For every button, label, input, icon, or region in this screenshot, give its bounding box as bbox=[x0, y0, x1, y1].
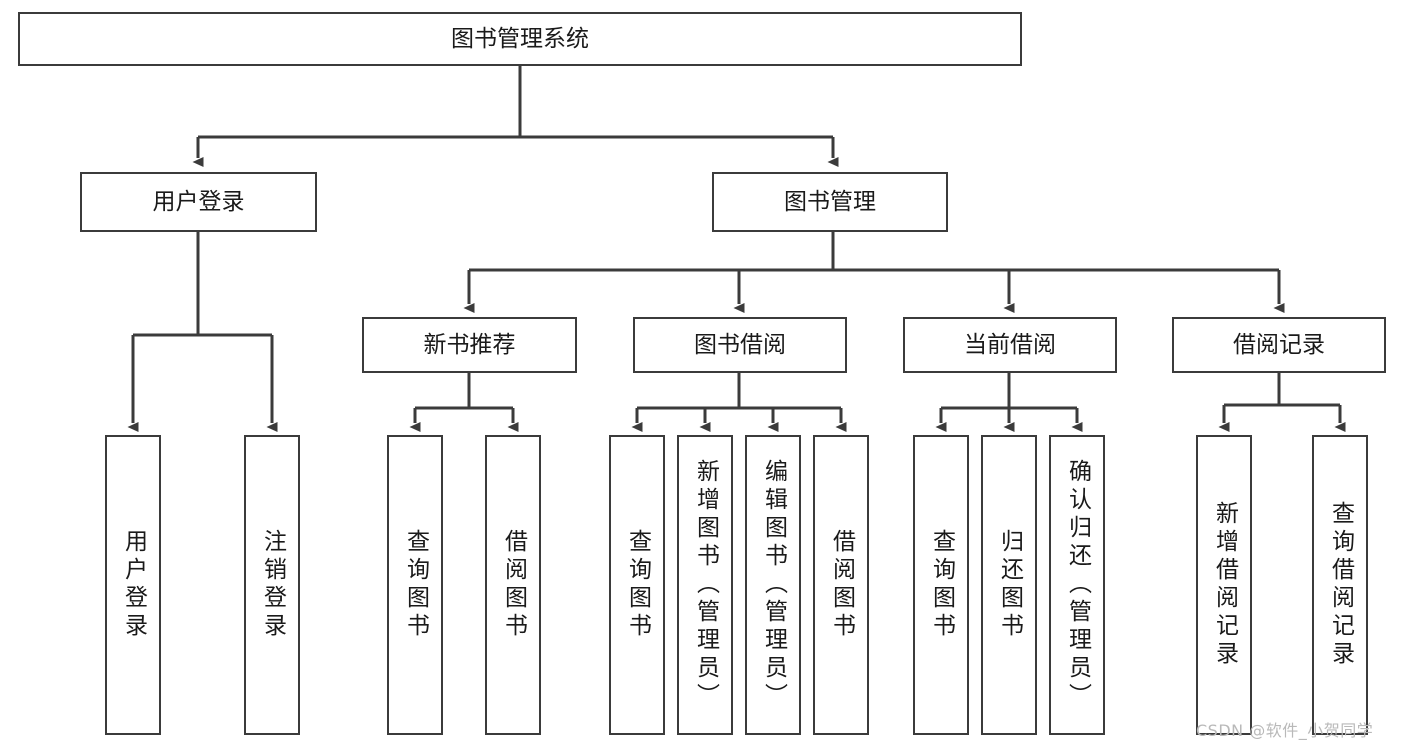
node-label: 注销登录 bbox=[259, 529, 286, 641]
leaf-confirm-return-admin[interactable]: 确认归还（管理员） bbox=[1049, 435, 1105, 735]
node-label: 新增图书（管理员） bbox=[692, 459, 719, 711]
leaf-borrow-book[interactable]: 借阅图书 bbox=[813, 435, 869, 735]
csdn-watermark: CSDN @软件_小贺同学 bbox=[1196, 721, 1374, 740]
node-book-borrow[interactable]: 图书借阅 bbox=[633, 317, 847, 373]
node-label: 借阅图书 bbox=[500, 529, 527, 641]
node-label: 当前借阅 bbox=[964, 331, 1056, 358]
node-label: 图书管理 bbox=[784, 188, 876, 215]
leaf-query-book-recommend[interactable]: 查询图书 bbox=[387, 435, 443, 735]
node-label: 编辑图书（管理员） bbox=[760, 459, 787, 711]
node-label: 查询借阅记录 bbox=[1327, 501, 1354, 669]
node-label: 借阅图书 bbox=[828, 529, 855, 641]
node-borrow-record[interactable]: 借阅记录 bbox=[1172, 317, 1386, 373]
node-label: 新增借阅记录 bbox=[1211, 501, 1238, 669]
node-book-management[interactable]: 图书管理 bbox=[712, 172, 948, 232]
leaf-edit-book-admin[interactable]: 编辑图书（管理员） bbox=[745, 435, 801, 735]
node-user-login[interactable]: 用户登录 bbox=[80, 172, 317, 232]
node-label: 借阅记录 bbox=[1233, 331, 1325, 358]
leaf-query-book-current[interactable]: 查询图书 bbox=[913, 435, 969, 735]
node-new-book-recommend[interactable]: 新书推荐 bbox=[362, 317, 577, 373]
leaf-query-book-borrow[interactable]: 查询图书 bbox=[609, 435, 665, 735]
leaf-logout-login[interactable]: 注销登录 bbox=[244, 435, 300, 735]
node-label: 新书推荐 bbox=[423, 331, 516, 358]
node-root-system[interactable]: 图书管理系统 bbox=[18, 12, 1022, 66]
node-label: 确认归还（管理员） bbox=[1064, 459, 1091, 711]
leaf-add-borrow-record[interactable]: 新增借阅记录 bbox=[1196, 435, 1252, 735]
node-label: 图书借阅 bbox=[694, 331, 786, 358]
node-label: 查询图书 bbox=[624, 529, 651, 641]
leaf-query-borrow-record[interactable]: 查询借阅记录 bbox=[1312, 435, 1368, 735]
node-label: 查询图书 bbox=[402, 529, 429, 641]
leaf-return-book[interactable]: 归还图书 bbox=[981, 435, 1037, 735]
node-label: 用户登录 bbox=[120, 529, 147, 641]
leaf-borrow-book-recommend[interactable]: 借阅图书 bbox=[485, 435, 541, 735]
node-label: 图书管理系统 bbox=[451, 25, 589, 52]
leaf-add-book-admin[interactable]: 新增图书（管理员） bbox=[677, 435, 733, 735]
node-current-borrow[interactable]: 当前借阅 bbox=[903, 317, 1117, 373]
node-label: 查询图书 bbox=[928, 529, 955, 641]
node-label: 归还图书 bbox=[996, 529, 1023, 641]
node-label: 用户登录 bbox=[152, 188, 245, 215]
leaf-user-login[interactable]: 用户登录 bbox=[105, 435, 161, 735]
